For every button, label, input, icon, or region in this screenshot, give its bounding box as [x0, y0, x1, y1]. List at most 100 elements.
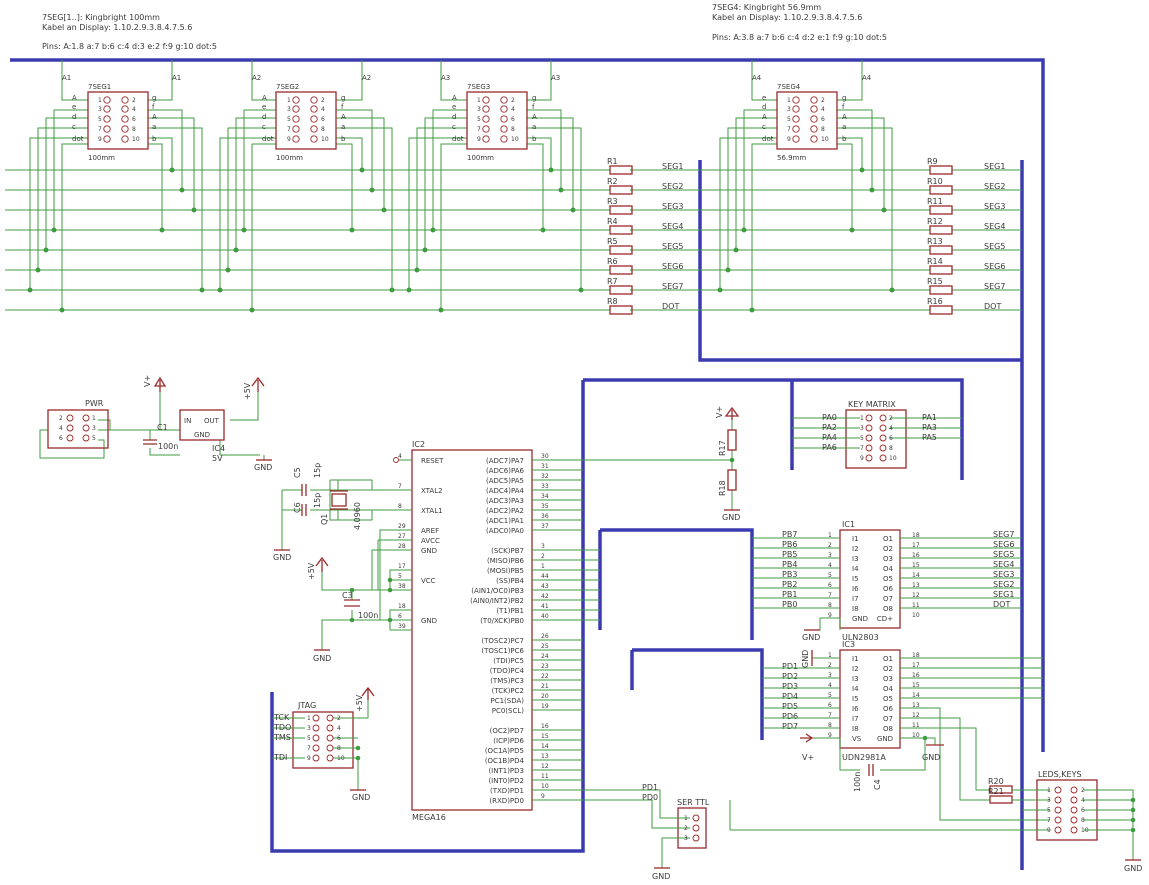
seg-pin-label: d	[762, 103, 766, 111]
ic1-input-net: PB0	[782, 600, 797, 609]
anode-label: A3	[441, 74, 450, 82]
ic3-input-net: PD2	[782, 672, 798, 681]
net-label: PA2	[822, 423, 837, 432]
ic1-pin-label: I5	[852, 575, 859, 583]
mcu-pin-label: (T0/XCK)PB0	[480, 617, 524, 625]
display-name: 7SEG1	[88, 83, 111, 91]
mcu-pin-number: 42	[541, 593, 549, 600]
ic3-pin-number: 11	[912, 722, 920, 729]
net-label: SEG7	[662, 282, 683, 291]
anode-label: A2	[252, 74, 261, 82]
seg-pin-label: f	[341, 103, 344, 111]
ic3-name: IC3	[842, 640, 855, 649]
net-label: SEG1	[662, 162, 683, 171]
mcu-pin-number: 28	[398, 543, 406, 550]
pin-number: 4	[59, 425, 63, 432]
ic3-pin-label: O5	[883, 695, 893, 703]
pin-number: 3	[787, 106, 791, 113]
pin-number: 4	[1081, 797, 1085, 804]
gnd-label: GND	[352, 793, 370, 802]
mcu-pin-number: 38	[398, 583, 406, 590]
ic3-pin-number: 2	[828, 662, 832, 669]
q1-name: Q1	[320, 514, 329, 525]
reset-divider: V+ R17 R18 GND	[715, 406, 740, 522]
net-label: PA0	[822, 413, 837, 422]
mcu-pin-label: (ADC5)PA5	[486, 477, 524, 485]
mcu-pin-label: (ADC0)PA0	[486, 527, 524, 535]
display-7seg2: 7SEG2 100mm A2 A2 A e d c dot g f A a b …	[252, 74, 371, 162]
plus5v-label: +5V	[307, 562, 316, 580]
seg-pin-label: d	[262, 113, 266, 121]
ic3-pin-label: O7	[883, 715, 893, 723]
ic3-input-net: PD5	[782, 702, 798, 711]
ic3-pin-number: 12	[912, 712, 920, 719]
pin-number: 9	[477, 136, 481, 143]
mcu-pin-label: (TOSC1)PC6	[481, 647, 524, 655]
ic1-pin-number: 14	[912, 572, 920, 579]
cap-value: 100n	[158, 442, 178, 451]
mcu-pin-label: (MOSI)PB5	[487, 567, 524, 575]
pin-number: 9	[860, 455, 864, 462]
ic1-output-net: SEG3	[993, 570, 1014, 579]
pin-number: 1	[787, 97, 791, 104]
pin-number: 4	[337, 725, 341, 732]
note-seg4-cable: Kabel an Display: 1.10.2.9.3.8.4.7.5.6	[712, 13, 862, 22]
ic1-pin-number: 15	[912, 562, 920, 569]
pin-number: 7	[307, 745, 311, 752]
ic3-pin-number: 5	[828, 692, 832, 699]
c3-value: 100n	[358, 611, 378, 620]
pin-number: 10	[821, 136, 829, 143]
display-name: 7SEG3	[467, 83, 490, 91]
ic3-pin-label: VS	[852, 735, 862, 743]
r17-name: R17	[718, 440, 727, 456]
seg-pin-label: b	[842, 135, 847, 143]
pin-number: 4	[132, 106, 136, 113]
net-label: SEG5	[662, 242, 683, 251]
leds-keys-header: LEDS,KEYS R20 R21 1 3 5 7 9 2 4 6 8 10 G…	[730, 770, 1142, 873]
mcu-pin-label: (ADC4)PA4	[486, 487, 525, 495]
anode-label: A4	[862, 74, 872, 82]
pin-number: 2	[821, 97, 825, 104]
ic1-pin-label: I1	[852, 535, 859, 543]
pin-number: 9	[98, 136, 102, 143]
ic1-output-net: DOT	[993, 600, 1010, 609]
pin-number: 2	[684, 825, 688, 832]
pin-number: 4	[889, 425, 893, 432]
anode-label: A2	[362, 74, 371, 82]
mcu-pin-number: 25	[541, 643, 549, 650]
seg-pin-label: a	[842, 123, 846, 131]
seg-pin-label: dot	[452, 135, 464, 143]
seg-pin-label: A	[152, 113, 157, 121]
seg-pin-label: c	[452, 123, 456, 131]
ic1-pin-label: I4	[852, 565, 859, 573]
header-pins	[482, 96, 508, 143]
resistor-name: R12	[927, 217, 943, 226]
mcu-pin-number: 8	[398, 503, 402, 510]
pwr-name: PWR	[85, 399, 104, 408]
mcu-pin-number: 18	[398, 603, 406, 610]
bus-lines	[10, 58, 1045, 870]
ic1-pin-label: I2	[852, 545, 859, 553]
ic3-pin-label: O2	[883, 665, 893, 673]
mcu-pin-label: PC1(SDA)	[490, 697, 524, 705]
mcu-pin-number: 10	[541, 783, 549, 790]
ic1-pin-label: O7	[883, 595, 893, 603]
seg-pin-label: b	[341, 135, 346, 143]
pin-number: 4	[511, 106, 515, 113]
seg-pin-label: a	[341, 123, 345, 131]
mcu-pin-label: (OC1A)PD5	[485, 747, 524, 755]
mcu-pin-label: GND	[421, 547, 437, 555]
seg-pin-label: d	[72, 113, 76, 121]
ic1-input-net: PB5	[782, 550, 797, 559]
keymatrix-name: KEY MATRIX	[848, 400, 896, 409]
r18-name: R18	[718, 480, 727, 496]
pin-number: 8	[337, 745, 341, 752]
pin-number: 5	[92, 435, 96, 442]
r21-name: R21	[988, 787, 1004, 796]
seg-pin-label: g	[532, 94, 536, 102]
note-seg-cable: Kabel an Display: 1.10.2.9.3.8.4.7.5.6	[42, 23, 192, 32]
ic3-pin-number: 17	[912, 662, 920, 669]
resistor-name: R15	[927, 277, 943, 286]
